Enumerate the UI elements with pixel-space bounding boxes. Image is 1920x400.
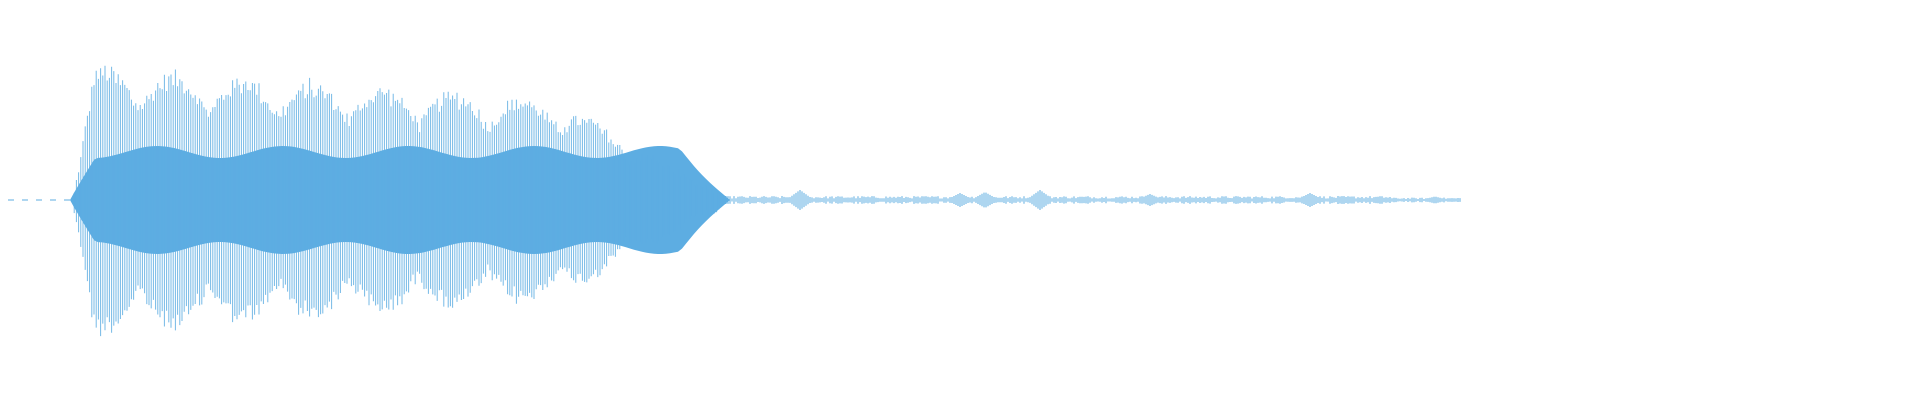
waveform-samples: [70, 65, 1461, 337]
